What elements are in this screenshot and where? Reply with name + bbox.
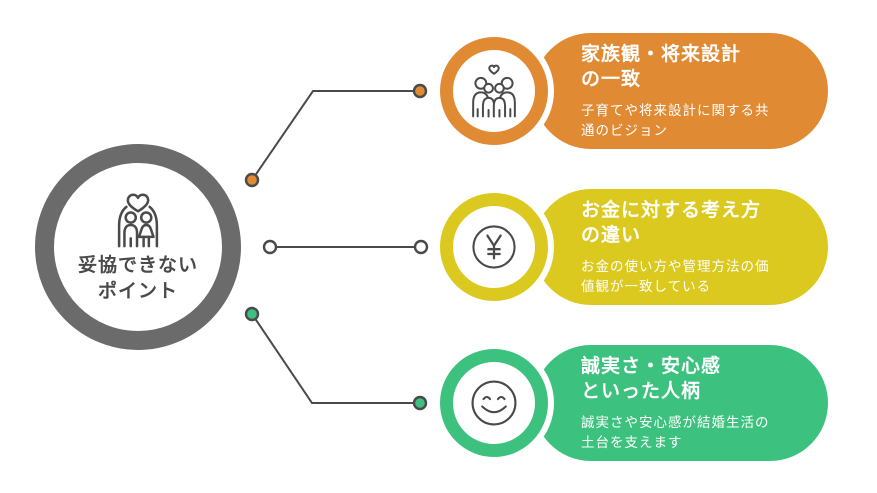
item-description: 誠実さや安心感が結婚生活の 土台を支えます xyxy=(581,413,802,452)
item-pill: 誠実さ・安心感 といった人柄 誠実さや安心感が結婚生活の 土台を支えます xyxy=(533,345,828,461)
item-title-line2: の一致 xyxy=(581,68,642,90)
connector-line-bottom xyxy=(251,313,420,404)
item-money-views: お金に対する考え方 の違い お金の使い方や管理方法の価 値観が一致している xyxy=(440,183,829,311)
item-desc-line2: 通のビジョン xyxy=(581,122,668,138)
item-desc-line2: 値観が一致している xyxy=(581,278,712,294)
hub-title-line2: ポイント xyxy=(97,281,178,302)
hub-title: 妥協できない ポイント xyxy=(78,253,198,304)
item-title-line1: 家族観・将来設計 xyxy=(581,43,742,65)
item-pill: お金に対する考え方 の違い お金の使い方や管理方法の価 値観が一致している xyxy=(533,189,828,305)
item-description: 子育てや将来設計に関する共 通のビジョン xyxy=(581,101,802,140)
connector-line-top xyxy=(251,90,420,181)
item-badge xyxy=(440,37,548,145)
item-title-line1: お金に対する考え方 xyxy=(581,199,762,221)
connector-dot-middle-start xyxy=(262,239,278,255)
yen-icon xyxy=(472,225,516,269)
connector-dot-top-end xyxy=(412,83,428,99)
item-title: 誠実さ・安心感 といった人柄 xyxy=(581,354,802,404)
item-title-line1: 誠実さ・安心感 xyxy=(581,355,722,377)
hub-title-line1: 妥協できない xyxy=(77,255,198,277)
item-pill: 家族観・将来設計 の一致 子育てや将来設計に関する共 通のビジョン xyxy=(533,33,828,149)
item-badge xyxy=(440,349,548,457)
item-desc-line1: 誠実さや安心感が結婚生活の xyxy=(581,415,770,431)
hub-circle: 妥協できない ポイント xyxy=(35,144,241,350)
connector-dot-bottom-end xyxy=(412,395,428,411)
item-title-line2: といった人柄 xyxy=(581,380,702,402)
item-desc-line1: 子育てや将来設計に関する共 xyxy=(581,103,770,119)
connector-dot-middle-end xyxy=(413,239,429,255)
item-badge xyxy=(440,193,548,301)
item-title-line2: の違い xyxy=(581,224,642,246)
item-description: お金の使い方や管理方法の価 値観が一致している xyxy=(581,257,802,296)
item-desc-line2: 土台を支えます xyxy=(581,434,683,450)
connector-dot-bottom-start xyxy=(244,306,260,322)
connector-dot-top-start xyxy=(244,172,260,188)
couple-heart-icon xyxy=(117,193,159,248)
item-sincerity-personality: 誠実さ・安心感 といった人柄 誠実さや安心感が結婚生活の 土台を支えます xyxy=(440,339,829,467)
item-desc-line1: お金の使い方や管理方法の価 xyxy=(581,259,770,275)
item-title: 家族観・将来設計 の一致 xyxy=(581,42,802,92)
smile-icon xyxy=(471,380,517,426)
family-icon xyxy=(472,64,516,118)
item-family-values: 家族観・将来設計 の一致 子育てや将来設計に関する共 通のビジョン xyxy=(440,27,829,155)
item-title: お金に対する考え方 の違い xyxy=(581,198,802,248)
